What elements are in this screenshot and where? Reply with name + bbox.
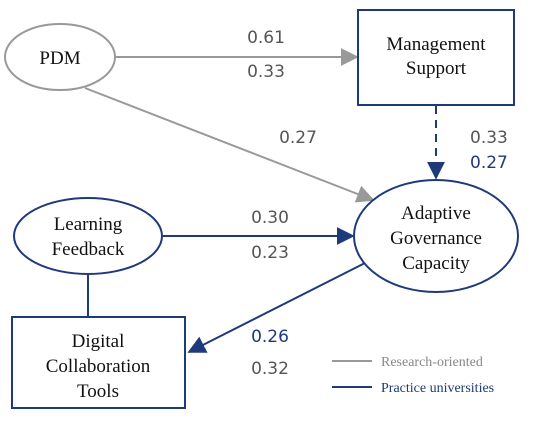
- legend: Research-oriented Practice universities: [332, 355, 494, 396]
- node-adaptive-governance-line-3: Capacity: [402, 253, 470, 274]
- coef-ms-agc-practice: 0.27: [470, 153, 508, 173]
- node-pdm: PDM: [4, 23, 116, 91]
- node-learning-feedback: Learning Feedback: [13, 197, 163, 275]
- coef-pdm-agc-research: 0.27: [279, 128, 317, 148]
- legend-practice-label: Practice universities: [381, 381, 494, 396]
- node-adaptive-governance-line-2: Governance: [390, 228, 482, 249]
- node-digital-collaboration-line-2: Collaboration: [46, 356, 151, 377]
- legend-research-label: Research-oriented: [381, 355, 483, 370]
- coef-agc-dct-practice: 0.26: [251, 327, 289, 347]
- node-digital-collaboration: Digital Collaboration Tools: [11, 316, 186, 409]
- node-learning-feedback-line-2: Feedback: [52, 239, 125, 260]
- coef-pdm-ms-research: 0.61: [247, 28, 285, 48]
- node-digital-collaboration-line-3: Tools: [77, 381, 119, 402]
- edge-pdm-to-adaptive-governance: [84, 87, 375, 203]
- node-pdm-label: PDM: [39, 48, 80, 69]
- node-digital-collaboration-line-1: Digital: [72, 331, 125, 352]
- coef-lf-agc-first: 0.30: [251, 208, 289, 228]
- edge-adaptive-governance-to-digital-collaboration: [187, 262, 366, 353]
- node-management-support: Management Support: [357, 9, 515, 106]
- node-learning-feedback-line-1: Learning: [54, 214, 123, 235]
- node-adaptive-governance-line-1: Adaptive: [401, 203, 471, 224]
- node-adaptive-governance: Adaptive Governance Capacity: [353, 179, 519, 293]
- coef-ms-agc-research: 0.33: [470, 128, 508, 148]
- coef-pdm-ms-practice: 0.33: [247, 62, 285, 82]
- node-management-support-line-2: Support: [406, 58, 467, 79]
- node-management-support-line-1: Management: [386, 34, 486, 55]
- coef-agc-dct-research: 0.32: [251, 359, 289, 379]
- coef-lf-agc-second: 0.23: [251, 243, 289, 263]
